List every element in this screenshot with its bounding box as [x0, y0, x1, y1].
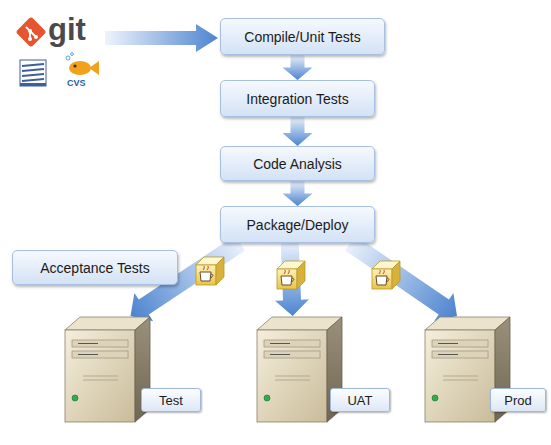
process-box: Compile/Unit Tests — [220, 18, 385, 55]
java-package-icon — [372, 261, 400, 289]
flow-arrow — [283, 181, 313, 206]
svn-logo — [20, 60, 46, 86]
flow-arrow — [345, 236, 457, 321]
process-label: Integration Tests — [246, 91, 348, 107]
server-label: Prod — [490, 388, 546, 412]
server-name: Test — [159, 393, 183, 408]
git-logo — [15, 16, 46, 47]
server-label: UAT — [330, 388, 390, 412]
flow-arrow — [283, 55, 313, 80]
process-label: Acceptance Tests — [40, 260, 149, 276]
cvs-logo — [66, 53, 99, 75]
server-node: UAT — [250, 316, 392, 426]
java-package-icon — [196, 257, 224, 285]
process-box: Integration Tests — [220, 80, 375, 117]
process-box: Acceptance Tests — [12, 250, 178, 285]
process-label: Package/Deploy — [247, 217, 349, 233]
server-name: Prod — [504, 393, 531, 408]
server-node: Test — [58, 316, 203, 426]
logo-text: CVS — [67, 78, 86, 89]
server-name: UAT — [347, 393, 372, 408]
java-package-icon — [277, 261, 305, 289]
process-label: Code Analysis — [253, 156, 342, 172]
process-box: Code Analysis — [220, 146, 375, 181]
process-box: Package/Deploy — [220, 206, 375, 243]
source-arrow — [105, 24, 218, 52]
server-label: Test — [141, 388, 201, 412]
process-label: Compile/Unit Tests — [244, 29, 360, 45]
flow-arrow — [283, 117, 313, 146]
server-node: Prod — [418, 316, 548, 426]
flow-arrow — [275, 243, 309, 316]
logo-text: git — [48, 13, 86, 46]
